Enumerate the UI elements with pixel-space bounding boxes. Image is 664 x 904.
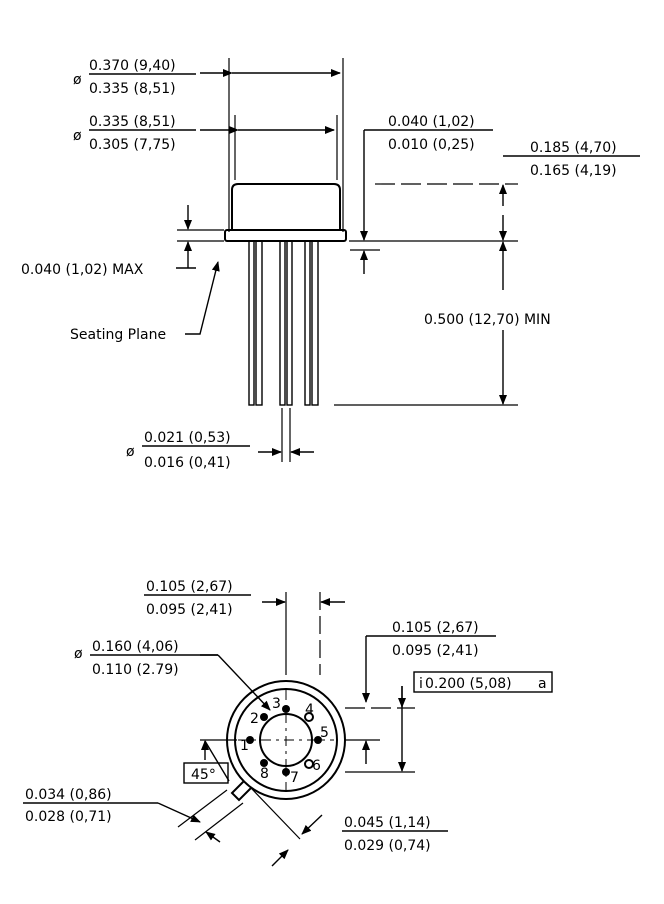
symbol-diameter: ø: [126, 444, 135, 460]
lead: [255, 240, 263, 406]
pin: [282, 768, 290, 776]
pin: [260, 713, 268, 721]
pin-circle-suffix: a: [538, 676, 547, 692]
pin-label: 8: [260, 766, 269, 782]
lead-dia-max: 0.021 (0,53): [144, 430, 231, 446]
symbol-diameter: ø: [73, 128, 82, 144]
tab-length-max: 0.034 (0,86): [25, 787, 112, 803]
inner-dia-min: 0.110 (2.79): [92, 662, 179, 678]
pin: [246, 736, 254, 744]
pin-label: 5: [320, 725, 329, 741]
body-dia-min: 0.335 (8,51): [89, 81, 176, 97]
pin: [282, 705, 290, 713]
pin: [304, 712, 314, 722]
bottom-view: 1 2 3 4 5 6 7 8 0.105 (2,67) 0.095 (2,41…: [23, 579, 553, 867]
pin-label: 2: [250, 711, 259, 727]
tab-width-min: 0.095 (2,41): [146, 602, 233, 618]
lead: [304, 240, 311, 406]
pin-circle-prefix: i: [419, 676, 423, 692]
body-height-min: 0.165 (4,19): [530, 163, 617, 179]
side-view: ø 0.370 (9,40) 0.335 (8,51) ø 0.335 (8,5…: [21, 58, 640, 471]
body-height-max: 0.185 (4,70): [530, 140, 617, 156]
pin-circle-frame: [413, 671, 553, 693]
lead: [286, 240, 293, 406]
cap-dia-max: 0.335 (8,51): [89, 114, 176, 130]
pin-label: 3: [272, 696, 281, 712]
tab-offset-max: 0.105 (2,67): [392, 620, 479, 636]
pin-circle-value: 0.200 (5,08): [425, 676, 512, 692]
pin-labels: 1 2 3 4 5 6 7 8: [240, 696, 329, 786]
lead: [248, 240, 255, 406]
pin: [304, 759, 314, 769]
pin-label: 7: [290, 770, 299, 786]
pin: [314, 736, 322, 744]
orientation-tab: [230, 780, 252, 802]
lead: [311, 240, 319, 406]
pin-label: 1: [240, 738, 249, 754]
angle-frame: [183, 762, 229, 784]
flange-height-max: 0.040 (1,02): [388, 114, 475, 130]
seating-plane-label: Seating Plane: [70, 327, 166, 343]
flange-height-min: 0.010 (0,25): [388, 137, 475, 153]
package-cap: [231, 183, 341, 230]
pin-label: 4: [305, 702, 314, 718]
inner-dia-max: 0.160 (4,06): [92, 639, 179, 655]
symbol-diameter: ø: [73, 72, 82, 88]
leads: [248, 240, 319, 406]
tab-width-max: 0.105 (2,67): [146, 579, 233, 595]
cap-dia-min: 0.305 (7,75): [89, 137, 176, 153]
tab-thickness-max: 0.045 (1,14): [344, 815, 431, 831]
tab-offset-min: 0.095 (2,41): [392, 643, 479, 659]
package-flange: [224, 229, 347, 242]
pin-label: 6: [312, 758, 321, 774]
flange-thickness: 0.040 (1,02) MAX: [21, 262, 144, 278]
tab-length-min: 0.028 (0,71): [25, 809, 112, 825]
lead-length: 0.500 (12,70) MIN: [424, 312, 551, 328]
body-dia-max: 0.370 (9,40): [89, 58, 176, 74]
lead: [279, 240, 286, 406]
tab-thickness-min: 0.029 (0,74): [344, 838, 431, 854]
pins: [246, 705, 322, 776]
pin: [260, 759, 268, 767]
symbol-diameter: ø: [74, 646, 83, 662]
lead-dia-min: 0.016 (0,41): [144, 455, 231, 471]
angle-value: 45°: [191, 767, 216, 783]
